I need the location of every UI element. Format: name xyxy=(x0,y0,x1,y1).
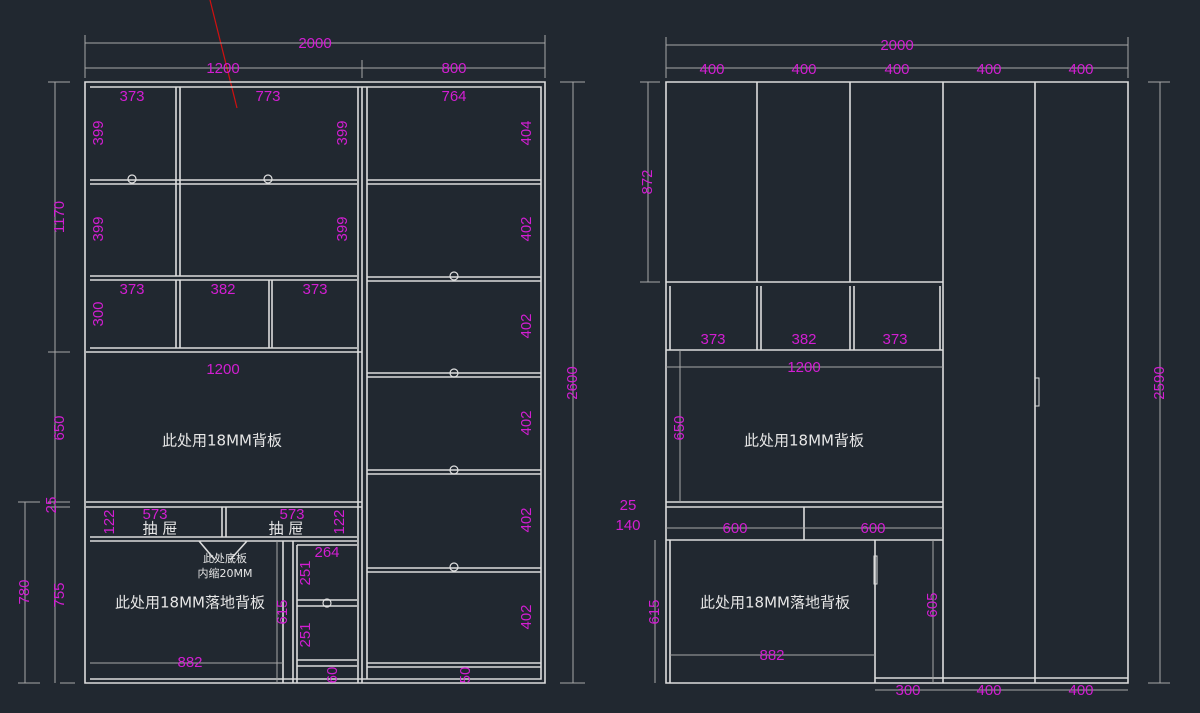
door-handle-icon xyxy=(1034,377,1040,407)
floor-back-panel-note: 此处用18MM落地背板 xyxy=(700,594,850,612)
dim-label: 399 xyxy=(334,216,351,241)
dim-label: 650 xyxy=(51,415,68,440)
floor-back-panel-note: 此处用18MM落地背板 xyxy=(115,594,265,612)
dim-label: 25 xyxy=(43,497,60,514)
dim-label: 780 xyxy=(16,579,33,604)
right-elevation: 2000 400 400 400 400 400 872 373 382 373… xyxy=(615,37,1170,699)
left-dimension-lines xyxy=(18,35,585,684)
dim-label: 1200 xyxy=(787,359,820,376)
dim-label: 122 xyxy=(101,509,118,534)
dim-label: 402 xyxy=(518,313,535,338)
dim-label: 615 xyxy=(274,599,291,624)
dim-label: 300 xyxy=(90,301,107,326)
right-dimension-lines xyxy=(640,37,1170,691)
dim-label: 300 xyxy=(895,682,920,699)
dim-label: 60 xyxy=(324,667,341,684)
back-panel-note: 此处用18MM背板 xyxy=(162,432,282,450)
dim-label: 600 xyxy=(860,520,885,537)
dim-label: 872 xyxy=(639,169,656,194)
dim-label: 600 xyxy=(722,520,747,537)
shelf-pin-icon xyxy=(127,174,137,184)
shelf-pin-icon xyxy=(449,465,459,475)
dim-label: 373 xyxy=(119,281,144,298)
left-cabinet-outline xyxy=(84,81,546,684)
dim-label: 402 xyxy=(518,410,535,435)
dim-label: 882 xyxy=(177,654,202,671)
dim-label: 402 xyxy=(518,507,535,532)
dim-label: 402 xyxy=(518,216,535,241)
dim-label: 373 xyxy=(882,331,907,348)
shelf-pin-icon xyxy=(449,368,459,378)
dim-label: 400 xyxy=(791,61,816,78)
dim-label: 773 xyxy=(255,88,280,105)
dim-label: 400 xyxy=(884,61,909,78)
dim-label: 400 xyxy=(1068,61,1093,78)
dim-label: 122 xyxy=(331,509,348,534)
dim-label: 755 xyxy=(51,582,68,607)
dim-label: 400 xyxy=(699,61,724,78)
dim-label: 573 xyxy=(279,506,304,523)
dim-label: 800 xyxy=(441,60,466,77)
dim-label: 1200 xyxy=(206,60,239,77)
dim-label: 2000 xyxy=(298,35,331,52)
shelf-pin-icon xyxy=(449,271,459,281)
door-handle-icon xyxy=(873,555,878,585)
back-panel-note: 此处用18MM背板 xyxy=(744,432,864,450)
dim-label: 400 xyxy=(976,61,1001,78)
dim-label: 251 xyxy=(297,560,314,585)
dim-label: 399 xyxy=(334,120,351,145)
bottom-board-note: 内缩20MM xyxy=(198,566,253,580)
dim-label: 399 xyxy=(90,216,107,241)
dim-label: 400 xyxy=(976,682,1001,699)
dim-label: 650 xyxy=(671,415,688,440)
dim-label: 2590 xyxy=(1151,366,1168,399)
dim-label: 264 xyxy=(314,544,339,561)
dim-label: 882 xyxy=(759,647,784,664)
dim-label: 251 xyxy=(297,622,314,647)
dim-label: 402 xyxy=(518,604,535,629)
left-elevation: 2000 1200 800 373 773 764 399 399 404 39… xyxy=(16,35,585,684)
dim-label: 373 xyxy=(700,331,725,348)
drawer-label: 抽 屉 xyxy=(269,520,304,538)
dim-label: 573 xyxy=(142,506,167,523)
dim-label: 404 xyxy=(518,120,535,145)
dim-label: 25 xyxy=(620,497,637,514)
dim-label: 373 xyxy=(302,281,327,298)
dim-label: 382 xyxy=(210,281,235,298)
shelf-pin-icon xyxy=(263,174,273,184)
dim-label: 382 xyxy=(791,331,816,348)
dim-label: 2600 xyxy=(564,366,581,399)
dim-label: 1170 xyxy=(51,201,68,233)
dim-label: 1200 xyxy=(206,361,239,378)
bottom-board-note: 此处底板 xyxy=(203,551,247,565)
shelf-pin-icon xyxy=(322,598,332,608)
drawer-label: 抽 屉 xyxy=(143,520,178,538)
dim-label: 605 xyxy=(924,592,941,617)
dim-label: 399 xyxy=(90,120,107,145)
dim-label: 140 xyxy=(615,517,640,534)
dim-label: 400 xyxy=(1068,682,1093,699)
dim-label: 373 xyxy=(119,88,144,105)
dim-label: 50 xyxy=(457,667,474,684)
leader-line xyxy=(209,0,238,109)
dim-label: 615 xyxy=(646,599,663,624)
shelf-pin-icon xyxy=(449,562,459,572)
dim-label: 2000 xyxy=(880,37,913,54)
dim-label: 764 xyxy=(441,88,466,105)
